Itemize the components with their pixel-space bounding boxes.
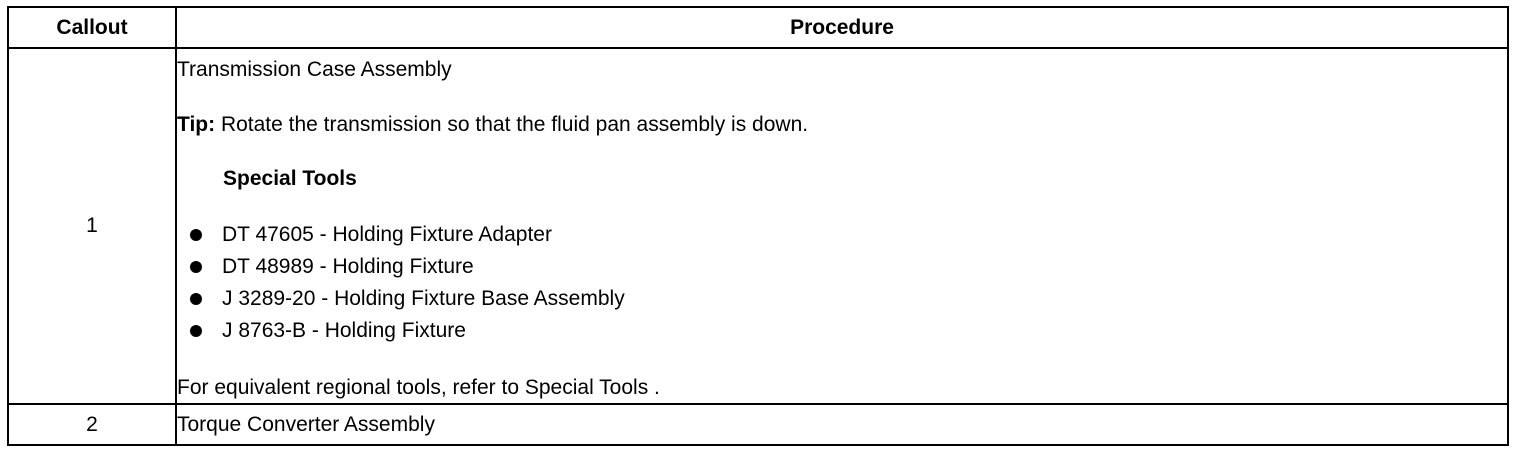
bullet-icon [190, 228, 202, 241]
tip-text: Rotate the transmission so that the flui… [215, 113, 809, 137]
tool-name: DT 48989 - Holding Fixture [222, 254, 474, 278]
tool-name: J 8763-B - Holding Fixture [222, 318, 466, 342]
bullet-icon [190, 260, 202, 273]
tool-name: DT 47605 - Holding Fixture Adapter [222, 222, 552, 246]
list-item: DT 48989 - Holding Fixture [177, 251, 1507, 283]
tip-label: Tip: [177, 113, 216, 137]
list-item: J 8763-B - Holding Fixture [177, 315, 1507, 347]
callout-number: 2 [7, 403, 177, 446]
procedure-title: Transmission Case Assembly [177, 58, 452, 81]
tool-name: J 3289-20 - Holding Fixture Base Assembl… [222, 286, 625, 310]
bullet-icon [190, 324, 202, 337]
special-tools-list: DT 47605 - Holding Fixture Adapter DT 48… [177, 219, 1507, 347]
table-row: 1 Transmission Case Assembly Tip: Rotate… [7, 47, 1509, 405]
list-item: J 3289-20 - Holding Fixture Base Assembl… [177, 283, 1507, 315]
column-header-callout: Callout [7, 6, 177, 49]
procedure-cell: Transmission Case Assembly Tip: Rotate t… [175, 47, 1509, 405]
procedure-title: Torque Converter Assembly [175, 403, 1509, 446]
regional-tools-note: For equivalent regional tools, refer to … [177, 375, 660, 399]
column-header-procedure: Procedure [175, 6, 1509, 49]
table-header-row: Callout Procedure [7, 6, 1509, 49]
procedure-table: Callout Procedure 1 Transmission Case As… [7, 6, 1509, 446]
list-item: DT 47605 - Holding Fixture Adapter [177, 219, 1507, 251]
bullet-icon [190, 292, 202, 305]
callout-number: 1 [7, 47, 177, 405]
tip-note: Tip: Rotate the transmission so that the… [177, 112, 1507, 137]
special-tools-heading: Special Tools [223, 167, 357, 191]
table-row: 2 Torque Converter Assembly [7, 403, 1509, 446]
